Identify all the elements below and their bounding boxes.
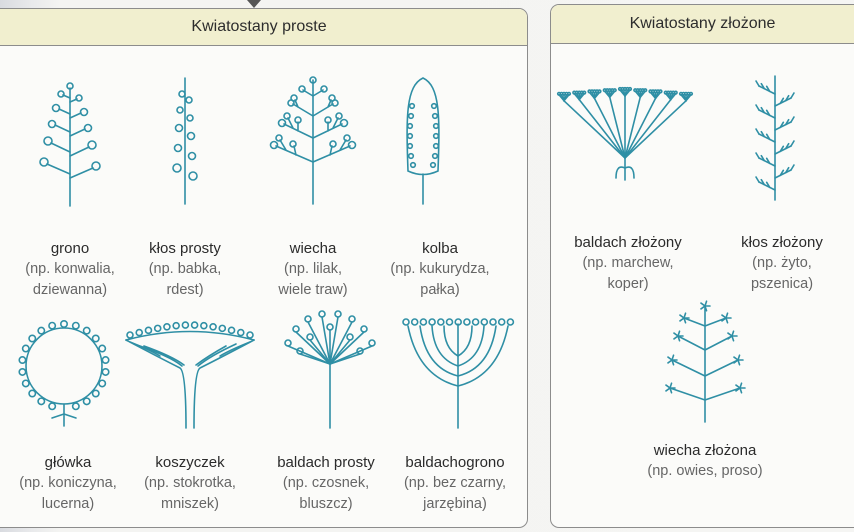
inflorescence-caption: grono (np. konwalia, dziewanna) [10, 238, 130, 301]
inflorescence-caption: baldach prosty (np. czosnek, bluszcz) [256, 452, 396, 515]
capitulum-icon [120, 318, 260, 428]
spike-icon [165, 76, 205, 206]
panicle-icon [268, 76, 358, 206]
head-icon [14, 318, 114, 428]
compound-spike-icon [745, 72, 805, 202]
complex-panel-title: Kwiatostany złożone [551, 5, 854, 44]
simple-panel-title: Kwiatostany proste [0, 9, 527, 46]
inflorescence-caption: baldachogrono (np. bez czarny, jarzębina… [385, 452, 525, 515]
raceme-icon [35, 78, 105, 208]
inflorescence-caption: kłos złożony (np. żyto, pszenica) [722, 232, 842, 295]
inflorescence-caption: kłos prosty (np. babka, rdest) [120, 238, 250, 301]
umbel-icon [270, 312, 390, 430]
inflorescence-caption: kolba (np. kukurydza, pałka) [365, 238, 515, 301]
arrow-down-icon [247, 0, 261, 8]
corymb-icon [398, 316, 518, 430]
inflorescence-caption: koszyczek (np. stokrotka, mniszek) [120, 452, 260, 515]
inflorescence-caption: baldach złożony (np. marchew, koper) [558, 232, 698, 295]
compound-umbel-icon [560, 82, 690, 182]
compound-panicle-icon [660, 304, 750, 424]
inflorescence-caption: wiecha złożona (np. owies, proso) [620, 440, 790, 482]
spadix-icon [398, 76, 448, 206]
inflorescence-caption: główka (np. koniczyna, lucerna) [8, 452, 128, 515]
inflorescence-caption: wiecha (np. lilak, wiele traw) [248, 238, 378, 301]
